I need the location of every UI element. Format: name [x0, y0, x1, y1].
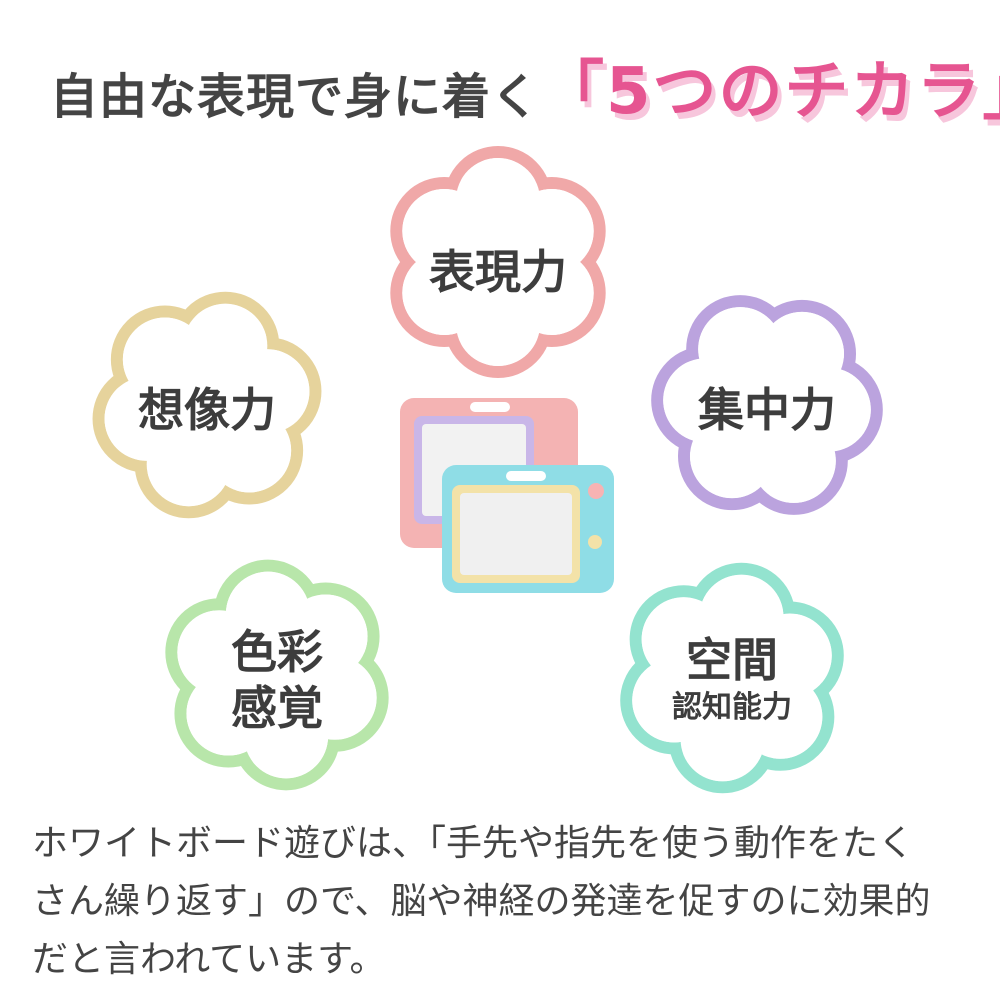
- flower-expression: [390, 146, 606, 378]
- ability-label: 感覚: [231, 681, 323, 735]
- description-line: さん繰り返す」ので、脳や神経の発達を促すのに効果的: [32, 881, 931, 922]
- blue-whiteboard: [442, 465, 614, 593]
- ability-imagination: 想像力: [138, 382, 276, 438]
- ability-label: 集中力: [698, 383, 836, 437]
- flower-imagination: [92, 291, 322, 519]
- ability-label: 空間: [686, 633, 778, 687]
- headline-highlight: 「5つのチカラ」: [540, 55, 1000, 129]
- headline: 自由な表現で身に着く「5つのチカラ」: [50, 40, 1000, 132]
- description-line: ホワイトボード遊びは、「手先や指先を使う動作をたく: [32, 823, 915, 864]
- ability-concentration: 集中力: [698, 382, 836, 438]
- flower-spatial: [620, 562, 844, 794]
- description: ホワイトボード遊びは、「手先や指先を使う動作をたく さん繰り返す」ので、脳や神経…: [32, 815, 931, 989]
- ability-label: 想像力: [138, 383, 276, 437]
- description-line: だと言われています。: [32, 939, 386, 980]
- headline-lead: 自由な表現で身に着く: [50, 69, 541, 125]
- ability-sublabel: 認知能力: [672, 690, 792, 725]
- ability-label: 色彩: [231, 625, 323, 679]
- ability-label: 表現力: [429, 245, 567, 299]
- ability-color-sense: 色彩感覚: [231, 624, 323, 736]
- flower-concentration: [651, 295, 883, 515]
- ability-expression: 表現力: [429, 244, 567, 300]
- flower-color-sense: [165, 559, 389, 791]
- ability-spatial-cognition: 空間認知能力: [672, 632, 792, 728]
